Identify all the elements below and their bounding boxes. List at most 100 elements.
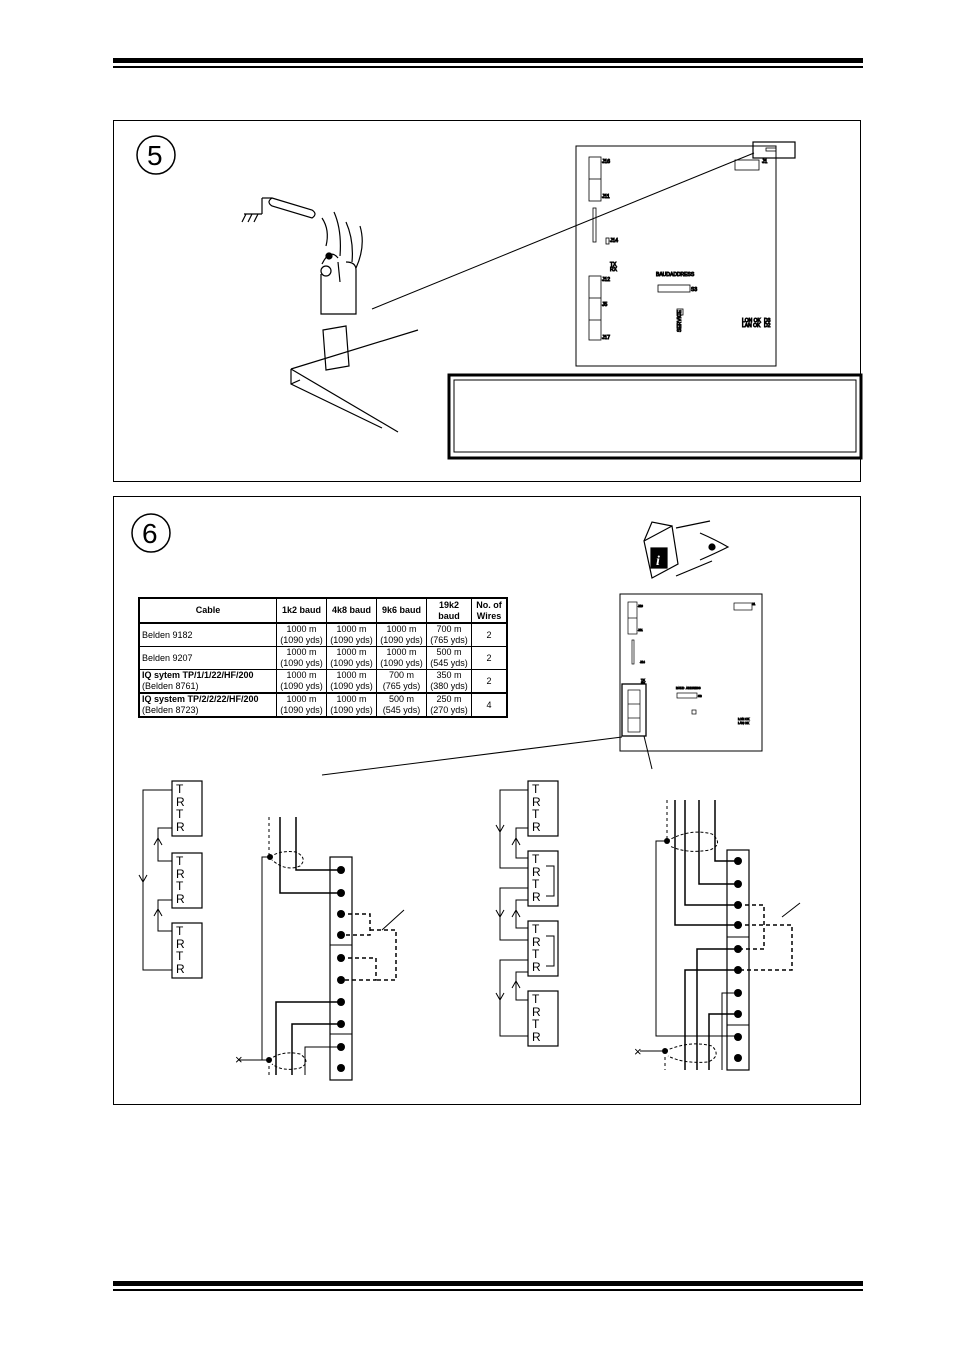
col-4k8: 4k8 baud	[326, 597, 377, 624]
svg-text:T: T	[532, 1017, 540, 1031]
step6-number: 6	[142, 518, 158, 549]
lan-ok-label: LAN OK	[742, 323, 761, 329]
svg-text:R: R	[532, 1030, 541, 1044]
svg-text:R: R	[176, 962, 185, 976]
table-surface	[290, 329, 419, 433]
j12-label: J12	[602, 277, 610, 283]
board6-outline	[619, 593, 763, 752]
svg-text:T: T	[176, 924, 184, 938]
col-wires: No. of Wires	[471, 597, 508, 624]
svg-text:J16: J16	[638, 604, 643, 608]
j17-label: J17	[602, 335, 610, 341]
j16-label: J16	[602, 159, 610, 165]
svg-text:LON OK: LON OK	[738, 717, 749, 721]
bottom-rule-thin	[113, 1289, 863, 1291]
col-19k2: 19k2 baud	[426, 597, 472, 624]
top-rule-thin	[113, 66, 863, 68]
terminal-2wire	[238, 817, 405, 1081]
table-row: Belden 9207 1000 m(1090 yds) 1000 m(1090…	[138, 646, 508, 670]
j1-label: J1	[762, 159, 768, 165]
col-cable: Cable	[138, 597, 277, 624]
svg-text:LAN OK: LAN OK	[738, 721, 749, 725]
svg-text:T: T	[532, 782, 540, 796]
svg-text:R: R	[532, 795, 541, 809]
lon-ok-label: LON OK	[742, 318, 762, 324]
service-label: SERVICE	[677, 309, 683, 332]
j11-label: J11	[602, 194, 610, 200]
table-row: IQ system TP/2/2/22/HF/200(Belden 8723) …	[138, 692, 508, 718]
svg-text:R: R	[532, 1005, 541, 1019]
svg-text:BAUD: BAUD	[676, 686, 685, 690]
svg-text:T: T	[176, 854, 184, 868]
bottom-rule-thick	[113, 1281, 863, 1286]
svg-text:J14: J14	[640, 660, 645, 664]
leader-terminal	[321, 736, 623, 776]
svg-text:R: R	[176, 795, 185, 809]
d3-label: D3	[764, 318, 771, 324]
trtr-labels-4wire: TR TR TR TR TR TR TR TR	[532, 782, 541, 1044]
svg-text:R: R	[176, 867, 185, 881]
card-icon	[322, 325, 350, 371]
j14-label: J14	[610, 238, 618, 244]
svg-text:T: T	[176, 949, 184, 963]
svg-text:R: R	[176, 892, 185, 906]
svg-text:T: T	[532, 852, 540, 866]
rx-label: RX	[610, 267, 618, 273]
info-icon-letter: i	[656, 554, 660, 569]
step6-circle	[131, 513, 171, 553]
svg-text:TX: TX	[641, 678, 645, 682]
svg-text:T: T	[532, 877, 540, 891]
read-manual-icon	[643, 520, 730, 579]
leader-j1	[371, 152, 755, 310]
svg-text:J11: J11	[638, 628, 643, 632]
col-9k6: 9k6 baud	[376, 597, 427, 624]
svg-text:T: T	[176, 879, 184, 893]
svg-text:T: T	[532, 922, 540, 936]
warning-box-outer	[447, 373, 863, 460]
x-mark-4wire: ×	[634, 1044, 642, 1059]
step5-circle	[136, 135, 176, 175]
tx-label: TX	[610, 262, 617, 268]
leader-terminal-2	[643, 735, 653, 770]
s3-label: S3	[691, 287, 697, 293]
d2-label: D2	[764, 323, 771, 329]
svg-text:R: R	[532, 890, 541, 904]
svg-text:ADDRESS: ADDRESS	[686, 686, 701, 690]
chain-2wire	[138, 780, 203, 979]
svg-text:RX: RX	[641, 681, 645, 685]
chain-4wire	[495, 780, 559, 1047]
table-row: Belden 9182 1000 m(1090 yds) 1000 m(1090…	[138, 622, 508, 647]
terminal-4wire	[640, 800, 801, 1071]
svg-text:R: R	[532, 960, 541, 974]
svg-text:R: R	[532, 820, 541, 834]
svg-text:R: R	[532, 935, 541, 949]
table-header-row: Cable 1k2 baud 4k8 baud 9k6 baud 19k2 ba…	[138, 597, 508, 624]
warning-box-inner	[453, 379, 857, 453]
ground-icon	[241, 197, 272, 223]
svg-text:J1: J1	[752, 602, 756, 606]
svg-text:T: T	[176, 807, 184, 821]
baud-label: BAUD	[656, 272, 670, 278]
address-label: ADDRESS	[670, 272, 695, 278]
top-rule-thick	[113, 58, 863, 63]
wrist-strap-icon	[268, 197, 363, 315]
x-mark-2wire: ×	[235, 1052, 243, 1067]
svg-text:S3: S3	[698, 694, 702, 698]
svg-text:T: T	[176, 782, 184, 796]
svg-text:R: R	[532, 865, 541, 879]
svg-text:T: T	[532, 807, 540, 821]
svg-text:R: R	[176, 937, 185, 951]
step5-number: 5	[147, 140, 163, 171]
trtr-labels-2wire: TR TR TR TR TR TR	[176, 782, 185, 976]
svg-text:T: T	[532, 947, 540, 961]
step6-panel	[113, 496, 861, 1105]
board5-outline	[575, 145, 777, 367]
cable-length-table: Cable 1k2 baud 4k8 baud 9k6 baud 19k2 ba…	[138, 597, 508, 718]
col-1k2: 1k2 baud	[276, 597, 327, 624]
svg-text:R: R	[176, 820, 185, 834]
step5-panel	[113, 120, 861, 482]
j1-zoom-box	[752, 141, 796, 159]
table-row: IQ sytem TP/1/1/22/HF/200(Belden 8761) 1…	[138, 669, 508, 694]
svg-text:T: T	[532, 992, 540, 1006]
